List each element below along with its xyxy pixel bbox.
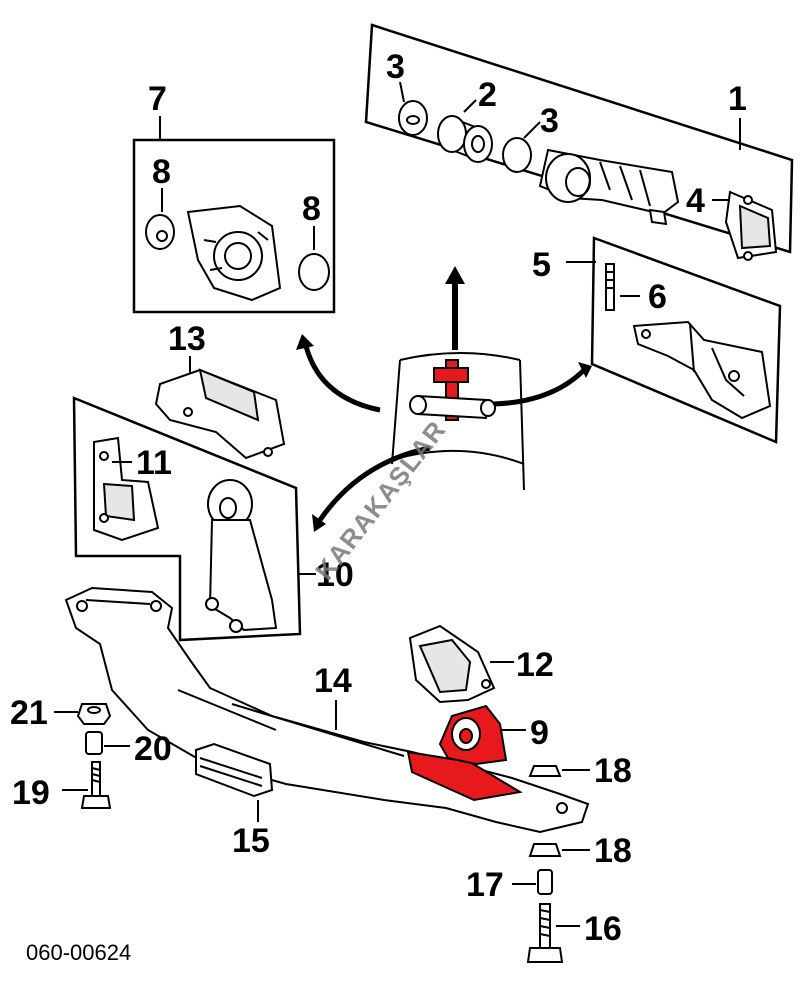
callout-14: 14: [314, 662, 352, 700]
mount-part-15: 15: [195, 742, 274, 860]
washer-part-8-left: [145, 214, 175, 250]
callout-13: 13: [168, 320, 206, 358]
callout-4: 4: [686, 182, 705, 220]
bracket-part-11: [93, 436, 160, 542]
disk-part-3-right: [502, 137, 532, 173]
callout-16: 16: [584, 910, 622, 948]
mount-part-10: [205, 479, 278, 633]
panel-side-mount: 5 6: [532, 236, 782, 444]
panel-engine-mount-assembly: 1 2 3 3 4: [364, 23, 794, 261]
bolt-part-16: [526, 903, 564, 963]
nut-part-21: [76, 703, 112, 725]
callout-3: 3: [540, 102, 559, 140]
panel-lower-mount: 11 10: [72, 396, 354, 642]
fasteners-right: 18 18 17 16: [466, 752, 632, 963]
sleeve-part-20: [85, 731, 103, 755]
rubber-mount-part-4: [724, 190, 778, 261]
callout-15: 15: [232, 822, 270, 860]
callout-18: 18: [594, 832, 632, 870]
crossmember-part-14: 14: [64, 586, 590, 834]
sleeve-part-2: [437, 115, 493, 163]
stud-part-6: [605, 263, 615, 311]
callout-10: 10: [316, 556, 354, 594]
callout-17: 17: [466, 866, 504, 904]
sleeve-part-17: [537, 869, 553, 895]
bushing-part-3-left: [398, 100, 428, 136]
callout-3: 3: [386, 48, 405, 86]
mount-bracket-part-1: [538, 148, 680, 226]
direction-arrows: [296, 266, 592, 532]
engine-outline-center: [391, 352, 525, 491]
bracket-part-13: 13: [154, 320, 286, 460]
panel-rear-mount: 7 8 8: [132, 80, 336, 314]
figure-code: 060-00624: [26, 940, 131, 965]
callout-21: 21: [10, 694, 48, 732]
callout-11: 11: [136, 444, 172, 482]
bolt-part-19: [80, 761, 112, 809]
callout-18: 18: [594, 752, 632, 790]
fasteners-left: 21 20 19: [10, 694, 172, 812]
callout-2: 2: [478, 76, 497, 114]
callout-12: 12: [516, 646, 554, 684]
mount-arm-bracket: [632, 320, 772, 420]
callout-20: 20: [134, 730, 172, 768]
callout-7: 7: [148, 80, 167, 118]
callout-9: 9: [530, 714, 549, 752]
callout-19: 19: [12, 774, 50, 812]
callout-1: 1: [728, 80, 747, 118]
washer-part-18-lower: [528, 843, 562, 857]
mount-part-9-highlighted: 9: [438, 704, 549, 766]
callout-5: 5: [532, 246, 551, 284]
callout-8: 8: [152, 153, 171, 191]
callout-8: 8: [302, 190, 321, 228]
mount-bushing-housing: [186, 204, 282, 302]
bracket-part-12: 12: [408, 624, 554, 704]
washer-part-18-upper: [528, 765, 562, 777]
watermark-text: KARAKAŞLAR: [309, 415, 452, 586]
washer-part-8-right: [298, 253, 330, 291]
callout-6: 6: [648, 278, 667, 316]
